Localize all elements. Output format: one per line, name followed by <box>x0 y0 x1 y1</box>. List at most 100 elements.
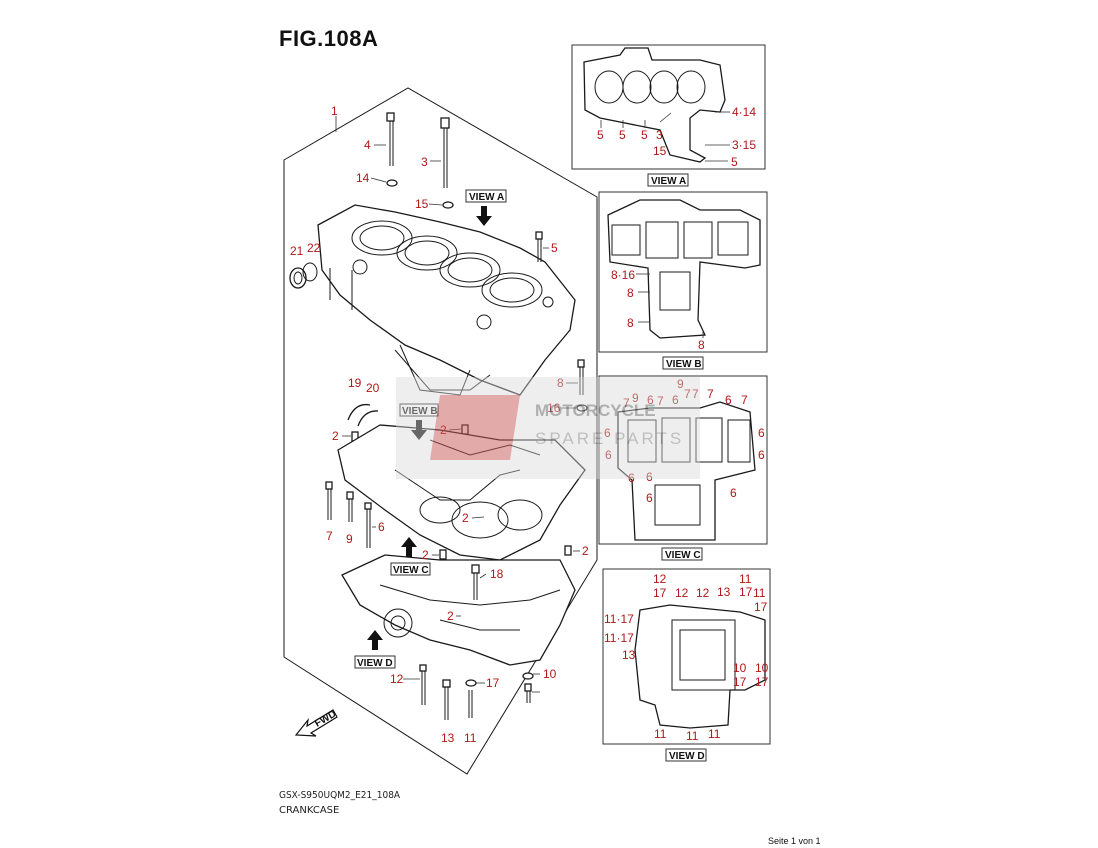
inset-caption-a: VIEW A <box>651 176 686 187</box>
callout: 17 <box>653 586 667 600</box>
watermark: MOTORCYCLE SPARE PARTS <box>396 377 700 479</box>
view-tag-c-text: VIEW C <box>393 565 429 576</box>
bolt-8 <box>577 359 585 395</box>
callout: 9 <box>677 377 684 391</box>
callout: 5 <box>641 128 648 142</box>
inset-view-a: 4·14 5 5 5 3 15 3·15 5 VIEW A <box>571 44 766 187</box>
callout: 5 <box>551 241 558 255</box>
bolt-13 <box>442 679 451 720</box>
washer-16 <box>576 404 588 412</box>
callout: 21 <box>290 244 304 258</box>
callout: 11·17 <box>604 631 634 645</box>
callout: 3·15 <box>732 138 756 152</box>
inset-caption-b: VIEW B <box>666 359 702 370</box>
fwd-label: FWD <box>313 709 338 730</box>
callout: 17 <box>486 676 500 690</box>
part-name: CRANKCASE <box>279 805 340 816</box>
view-tag-c: VIEW C <box>390 562 431 576</box>
view-tag-a: VIEW A <box>465 189 507 203</box>
callout: 2 <box>462 511 469 525</box>
bolt-12 <box>419 664 427 705</box>
callout: 4 <box>364 138 371 152</box>
callout: 8 <box>557 376 564 390</box>
bolt-10 <box>524 683 532 703</box>
callout: 10 <box>543 667 557 681</box>
callout: 17 <box>755 675 769 689</box>
callout: 2 <box>422 548 429 562</box>
washer-14 <box>386 179 398 187</box>
callout: 19 <box>348 376 362 390</box>
callout: 11 <box>686 729 699 743</box>
crank-bearing <box>347 403 379 427</box>
callout: 6 <box>672 393 679 407</box>
inset-caption-d: VIEW D <box>669 751 705 762</box>
fwd-arrow-icon: FWD <box>294 709 338 737</box>
callout: 12 <box>653 572 667 586</box>
callout: 18 <box>490 567 504 581</box>
callout: 6 <box>604 426 611 440</box>
washer-17 <box>522 672 534 680</box>
callout: 20 <box>366 381 380 395</box>
callout: 9 <box>346 532 353 546</box>
callout: 6 <box>758 448 765 462</box>
callout: 7 <box>684 387 691 401</box>
callout: 15 <box>653 144 667 158</box>
callout: 7 <box>707 387 714 401</box>
view-tag-b-text: VIEW B <box>402 406 438 417</box>
watermark-line-2: SPARE PARTS <box>535 429 684 448</box>
callout: 11 <box>739 572 752 586</box>
model-code: GSX-S950UQM2_E21_108A <box>279 790 401 801</box>
callout: 6 <box>378 520 385 534</box>
bolt-3 <box>440 117 450 188</box>
callout: 8 <box>627 316 634 330</box>
callout: 8 <box>698 338 705 352</box>
callout: 5 <box>619 128 626 142</box>
dowel-pin <box>564 545 572 556</box>
callout: 4·14 <box>732 105 756 119</box>
inset-view-d: 12 11 17 12 12 13 17 11 11·17 17 11·17 1… <box>602 568 771 762</box>
callout: 2 <box>440 423 447 437</box>
view-d-arrow-icon <box>367 630 383 650</box>
view-b-arrow-icon <box>411 420 427 440</box>
callout: 9 <box>632 391 639 405</box>
view-c-arrow-icon <box>401 537 417 557</box>
callout: 7 <box>657 394 664 408</box>
callout: 7 <box>326 529 333 543</box>
bolt-6 <box>364 502 372 548</box>
callout: 1 <box>331 104 338 118</box>
middle-crankcase <box>337 424 586 561</box>
oil-filler-cap <box>289 262 318 289</box>
callout: 6 <box>605 448 612 462</box>
callout: 5 <box>731 155 738 169</box>
callout: 6 <box>758 426 765 440</box>
callout: 11 <box>464 731 477 745</box>
callout: 8·16 <box>611 268 635 282</box>
callout: 11·17 <box>604 612 634 626</box>
callout: 2 <box>447 609 454 623</box>
callout: 13 <box>717 585 731 599</box>
view-tag-d: VIEW D <box>354 655 396 669</box>
page-indicator: Seite 1 von 1 <box>768 836 821 846</box>
callout: 3 <box>656 128 663 142</box>
callout: 13 <box>622 648 636 662</box>
callout: 6 <box>646 491 653 505</box>
callout: 12 <box>696 586 710 600</box>
callout: 2 <box>332 429 339 443</box>
bolt-4 <box>386 112 395 166</box>
watermark-logo-icon <box>430 395 520 460</box>
callout: 5 <box>597 128 604 142</box>
callout: 12 <box>390 672 404 686</box>
callout: 7 <box>692 387 699 401</box>
callout: 7 <box>741 393 748 407</box>
inset-caption-c: VIEW C <box>665 550 701 561</box>
figure-title: FIG.108A <box>279 26 379 51</box>
main-view-leaders <box>335 116 580 693</box>
view-tag-d-text: VIEW D <box>357 658 393 669</box>
callout: 10 <box>755 661 769 675</box>
callout: 6 <box>730 486 737 500</box>
callout: 17 <box>733 675 747 689</box>
callout: 7 <box>623 396 630 410</box>
washer-15 <box>442 201 454 209</box>
view-a-arrow-icon <box>476 206 492 226</box>
